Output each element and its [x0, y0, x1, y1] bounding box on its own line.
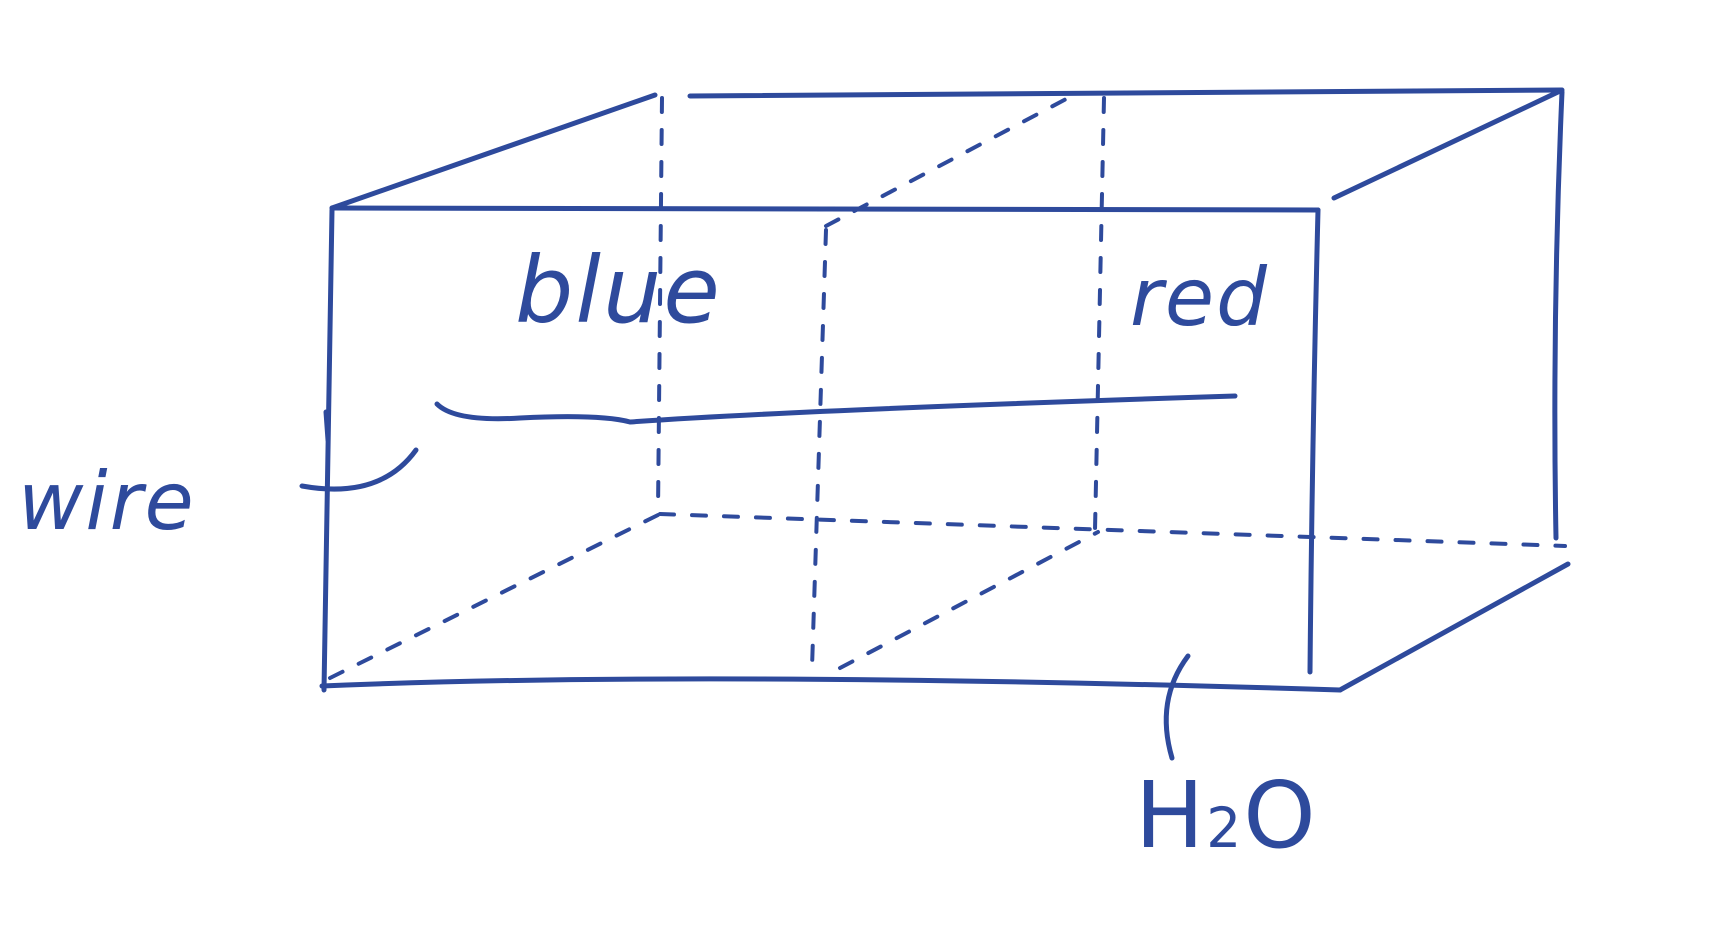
label-blue: blue — [515, 237, 722, 344]
front-bottom-edge — [319, 676, 1343, 693]
top-left-edge — [329, 92, 658, 211]
blue-electrode-top — [824, 96, 1070, 228]
wire-leader-tick — [323, 409, 331, 443]
front-top-edge — [329, 205, 1321, 213]
h2o-leader — [1163, 653, 1191, 761]
front-left-edge — [321, 207, 335, 693]
label-h2o-subscript: 2 — [1206, 796, 1244, 860]
label-h2o-o: O — [1243, 762, 1318, 869]
box-hidden-edges — [328, 96, 1567, 680]
wire-line — [434, 393, 1238, 425]
label-wire: wire — [18, 455, 196, 548]
box-solid-edges — [299, 87, 1571, 761]
right-bottom-edge — [1337, 561, 1571, 693]
bottom-left-edge — [328, 512, 662, 680]
label-red: red — [1130, 251, 1269, 344]
back-top-edge — [687, 87, 1565, 99]
label-h2o-h: H — [1135, 762, 1207, 869]
red-electrode-vertical — [1093, 96, 1106, 532]
label-h2o: H2O — [1135, 770, 1318, 862]
back-left-vertical-edge — [656, 96, 664, 514]
back-bottom-edge — [658, 512, 1567, 548]
blue-electrode-vertical — [810, 228, 828, 670]
back-right-edge — [1552, 89, 1565, 541]
electrode-bottom-diagonal — [838, 530, 1100, 670]
top-right-edge — [1331, 89, 1561, 201]
front-right-edge — [1307, 207, 1321, 675]
wire-leader — [299, 447, 419, 492]
